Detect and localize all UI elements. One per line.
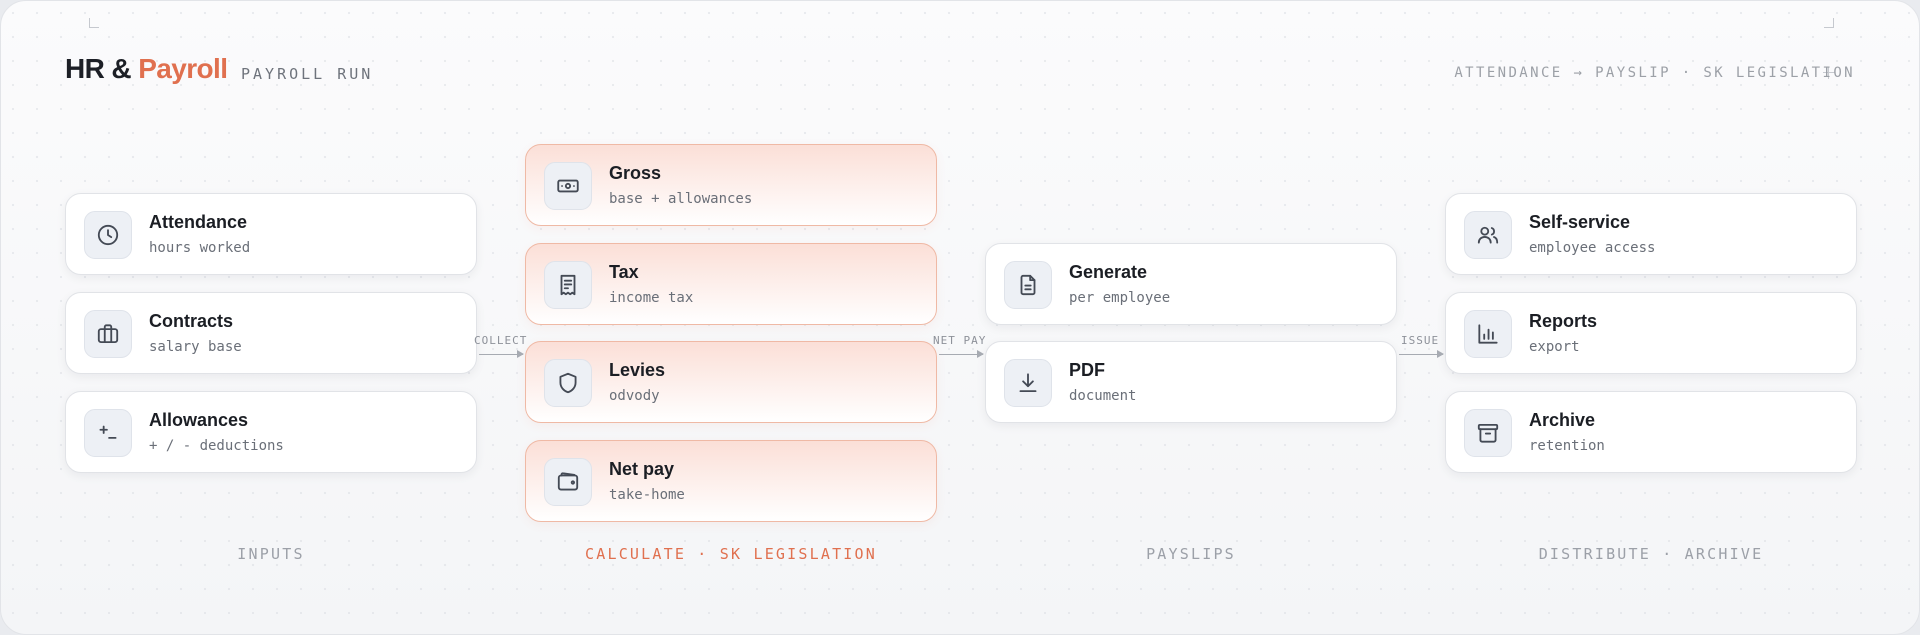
card-title: Attendance	[149, 212, 248, 232]
brand-title: HR & Payroll	[65, 53, 228, 85]
card-subtitle: income tax	[609, 290, 694, 306]
connector-label-issue: ISSUE	[1401, 334, 1440, 347]
banknote-icon	[544, 162, 592, 210]
corner-mark-top-left	[89, 18, 99, 28]
corner-mark-top-right	[1824, 18, 1834, 28]
card-subtitle: export	[1529, 339, 1580, 355]
card-title: Net pay	[609, 459, 675, 479]
column-label-calculate: CALCULATE · SK LEGISLATION	[585, 545, 877, 563]
connector-label-net-pay: NET PAY	[933, 334, 987, 347]
card-subtitle: hours worked	[149, 240, 251, 256]
card-title: Archive	[1529, 410, 1596, 430]
card-archive: Archive retention	[1445, 391, 1857, 473]
crosshair-mark	[1823, 67, 1835, 79]
card-title: Contracts	[149, 311, 234, 331]
card-title: Levies	[609, 360, 666, 380]
card-reports: Reports export	[1445, 292, 1857, 374]
card-title: PDF	[1069, 360, 1105, 380]
card-subtitle: employee access	[1529, 240, 1656, 256]
card-tax: Tax income tax	[525, 243, 937, 325]
bar-chart-icon	[1464, 310, 1512, 358]
card-levies: Levies odvody	[525, 341, 937, 423]
brand-accent-text: Payroll	[138, 53, 228, 84]
card-title: Generate	[1069, 262, 1148, 282]
card-subtitle: odvody	[609, 388, 660, 404]
column-label-inputs: INPUTS	[237, 545, 305, 563]
receipt-icon	[544, 261, 592, 309]
card-subtitle: take-home	[609, 487, 685, 503]
card-pdf: PDF document	[985, 341, 1397, 423]
users-icon	[1464, 211, 1512, 259]
briefcase-icon	[84, 310, 132, 358]
card-title: Reports	[1529, 311, 1598, 331]
wallet-icon	[544, 458, 592, 506]
connector-arrow-net-pay	[939, 350, 984, 358]
card-gross: Gross base + allowances	[525, 144, 937, 226]
card-subtitle: document	[1069, 388, 1137, 404]
archive-box-icon	[1464, 409, 1512, 457]
brand-text: HR &	[65, 53, 139, 84]
card-title: Gross	[609, 163, 662, 183]
card-subtitle: retention	[1529, 438, 1605, 454]
connector-arrow-collect	[479, 350, 524, 358]
card-subtitle: salary base	[149, 339, 242, 355]
download-icon	[1004, 359, 1052, 407]
connector-arrow-issue	[1399, 350, 1444, 358]
card-title: Tax	[609, 262, 639, 282]
connector-label-collect: COLLECT	[474, 334, 528, 347]
card-generate: Generate per employee	[985, 243, 1397, 325]
column-label-payslips: PAYSLIPS	[1146, 545, 1236, 563]
card-allowances: Allowances + / - deductions	[65, 391, 477, 473]
document-icon	[1004, 261, 1052, 309]
card-net-pay: Net pay take-home	[525, 440, 937, 522]
plus-minus-icon	[84, 409, 132, 457]
flow-summary: ATTENDANCE → PAYSLIP · SK LEGISLATION	[1454, 65, 1855, 81]
card-subtitle: per employee	[1069, 290, 1171, 306]
card-subtitle: + / - deductions	[149, 438, 284, 454]
card-self-service: Self-service employee access	[1445, 193, 1857, 275]
card-title: Allowances	[149, 410, 249, 430]
card-attendance: Attendance hours worked	[65, 193, 477, 275]
card-subtitle: base + allowances	[609, 191, 753, 207]
column-label-distribute: DISTRIBUTE · ARCHIVE	[1538, 545, 1764, 563]
run-label: PAYROLL RUN	[241, 65, 374, 83]
clock-icon	[84, 211, 132, 259]
card-contracts: Contracts salary base	[65, 292, 477, 374]
card-title: Self-service	[1529, 212, 1631, 232]
shield-icon	[544, 359, 592, 407]
